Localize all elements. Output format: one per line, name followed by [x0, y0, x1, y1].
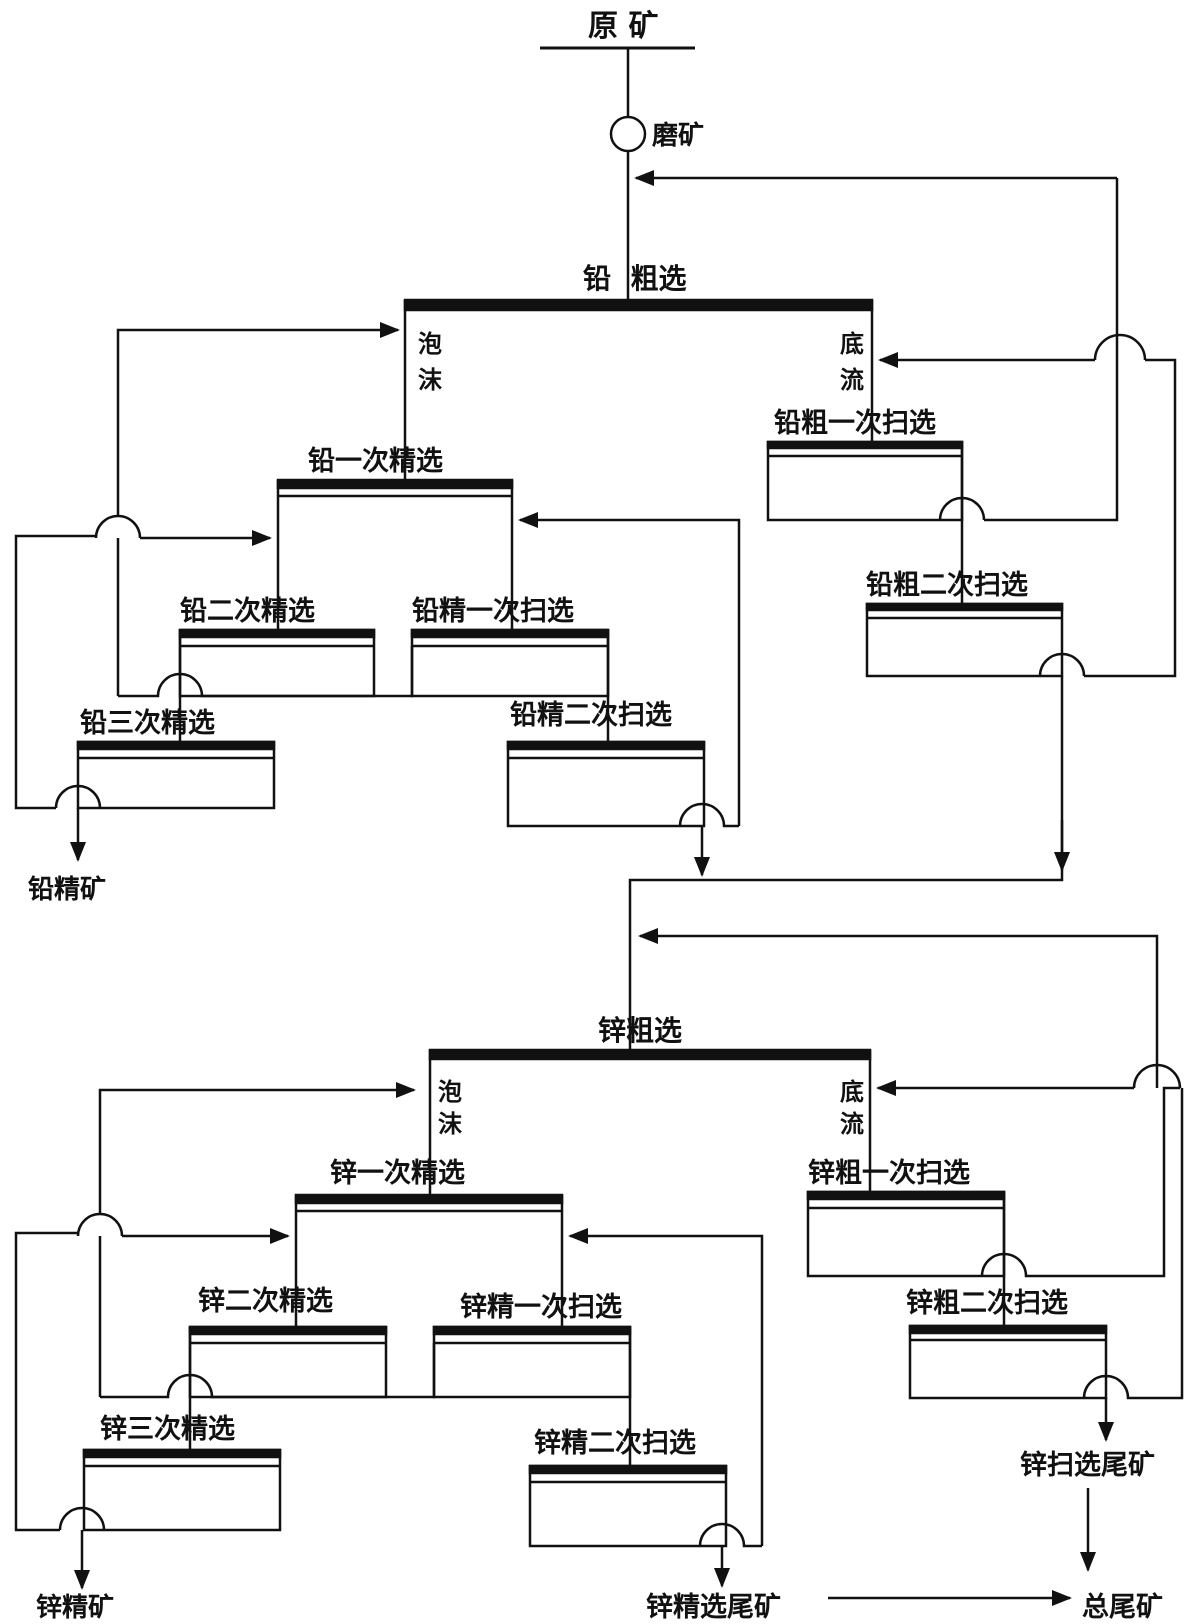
- zinc-rougher-scav2-cell: [908, 1324, 1108, 1400]
- zinc-cleaner-scav2-bar: [528, 1464, 728, 1475]
- grinding-label: 磨矿: [652, 120, 704, 151]
- zinc-scav1-crossover: [980, 1086, 1180, 1278]
- lead-scav1-crossover: [938, 496, 986, 521]
- zinc-rougher-scav1-label: 锌粗一次扫选: [808, 1158, 970, 1189]
- lead-froth-label: 泡: [418, 330, 442, 358]
- zinc-cleaner3-bar: [82, 1448, 282, 1459]
- zinc-cleaner-scav1-bar: [432, 1325, 632, 1336]
- lead-cleaner-scav1-bar: [410, 628, 610, 639]
- zinc-cleaner2-bar: [188, 1325, 388, 1336]
- zinc-rougher-scav2-bar: [908, 1324, 1108, 1335]
- zinc-underflow-label: 底: [840, 1078, 864, 1106]
- lead-crossover-left: [94, 514, 142, 539]
- lead-rougher-label: 铅 粗选: [583, 262, 687, 295]
- zinc-cleaner-scav-return: [568, 1228, 764, 1546]
- lead-scav2-froth-return: [1084, 358, 1177, 678]
- zinc-concentrate-label: 锌精矿: [36, 1592, 114, 1623]
- lead-cleaner2-bar: [178, 628, 376, 639]
- lead-rougher-scav1-cell: [766, 440, 964, 522]
- zinc-cleaner-scav1-label: 锌精一次扫选: [460, 1292, 622, 1323]
- zinc-scav2-crossover: [1082, 1088, 1184, 1400]
- lead-scav2-bridge: [1093, 333, 1147, 361]
- lead-cleaner3-froth: [14, 534, 96, 810]
- zinc-scav1-bridge: [1132, 1063, 1182, 1089]
- zinc-underflow-label-2: 流: [840, 1110, 864, 1138]
- zinc-rougher-label: 锌粗选: [598, 1014, 682, 1047]
- zinc-froth-label-2: 沫: [438, 1110, 463, 1138]
- lead-scav2-crossover: [1038, 652, 1086, 677]
- lead-cleaner2-label: 铅二次精选: [180, 596, 315, 627]
- lead-froth-label-2: 沫: [418, 366, 443, 394]
- lead-rougher-scav2-label: 铅粗二次扫选: [866, 570, 1028, 601]
- lead-cleaner3-cell: [76, 740, 276, 810]
- zinc-rougher-scav2-label: 锌粗二次扫选: [906, 1288, 1068, 1319]
- total-tailings-label: 总尾矿: [1082, 1591, 1163, 1623]
- lead-rougher-scav1-bar: [766, 440, 964, 450]
- zinc-cleaner1-cell: [294, 1193, 564, 1205]
- zinc-froth-label: 泡: [438, 1078, 462, 1106]
- zinc-cleaner1-label: 锌一次精选: [330, 1158, 465, 1189]
- zinc-rougher-cell: [428, 1048, 872, 1061]
- lead-concentrate-label: 铅精矿: [28, 874, 106, 905]
- zinc-cleaner3-return-to-cleaner2: [100, 1373, 386, 1399]
- feed-label: 原 矿: [588, 9, 658, 44]
- lead-cleaner1-label: 铅一次精选: [308, 446, 443, 477]
- lead-cleaner1-cell: [276, 478, 514, 490]
- zinc-cleaner3-froth: [14, 1231, 78, 1532]
- zinc-cleaner3-crossover: [58, 1506, 106, 1531]
- lead-cleaner-scav-return: [518, 512, 741, 826]
- zinc-cleaner2-cell: [188, 1325, 388, 1399]
- zinc-cleaner-scav2-crossover: [698, 1522, 762, 1548]
- lead-cleaner-scav1-label: 铅精一次扫选: [412, 596, 574, 627]
- zinc-rougher-scav1-bar: [806, 1190, 1006, 1201]
- zinc-cleaner3-label: 锌三次精选: [100, 1414, 235, 1445]
- lead-cleaner-scav1-cell: [410, 628, 610, 698]
- lead-left-rail: [116, 322, 400, 516]
- lead-underflow-label-2: 流: [840, 366, 864, 394]
- zinc-cleaner3-cell: [82, 1448, 282, 1532]
- zinc-left-rail-upper: [98, 1082, 416, 1214]
- zinc-scav-tailings-label: 锌扫选尾矿: [1020, 1449, 1155, 1481]
- lead-cleaner3-crossover: [54, 784, 102, 809]
- zinc-cleaner2-scav1-link: [386, 1343, 436, 1399]
- lead-cleaner2-cell: [178, 628, 376, 698]
- lead-cleaner2-scav1-link: [374, 646, 414, 698]
- lead-cleaner3-return-to-cleaner2: [118, 672, 374, 698]
- zinc-return-to-rougher: [638, 928, 1159, 1088]
- grinding-mill-icon: [609, 115, 647, 153]
- lead-cleaner-scav2-bar: [506, 740, 706, 751]
- zinc-cleaner-scav2-cell: [528, 1464, 728, 1548]
- zinc-cleaner-scav2-label: 锌精二次扫选: [534, 1428, 696, 1459]
- zinc-cleaner-scav1-cell: [432, 1325, 632, 1399]
- zinc-cleaner2-label: 锌二次精选: [198, 1286, 333, 1317]
- lead-rougher-scav2-bar: [865, 602, 1064, 612]
- lead-cleaner-scav2-crossover: [678, 802, 739, 828]
- lead-rougher-cell: [403, 298, 874, 312]
- lead-tail-to-zinc: [628, 676, 1064, 1050]
- lead-scav1-froth-return: [984, 178, 1119, 522]
- lead-underflow-label: 底: [840, 330, 864, 358]
- zinc-crossover-left: [76, 1212, 124, 1237]
- lead-cleaner3-bar: [76, 740, 276, 751]
- lead-cleaner-scav2-cell: [506, 740, 706, 828]
- lead-rougher-scav2-cell: [865, 602, 1064, 678]
- lead-cleaner-scav2-label: 铅精二次扫选: [510, 700, 672, 731]
- lead-rougher-scav1-label: 铅粗一次扫选: [774, 408, 936, 439]
- lead-cleaner3-label: 铅三次精选: [80, 708, 215, 739]
- zinc-cleaner-tailings-label: 锌精选尾矿: [646, 1591, 781, 1623]
- zinc-rougher-scav1-cell: [806, 1190, 1006, 1278]
